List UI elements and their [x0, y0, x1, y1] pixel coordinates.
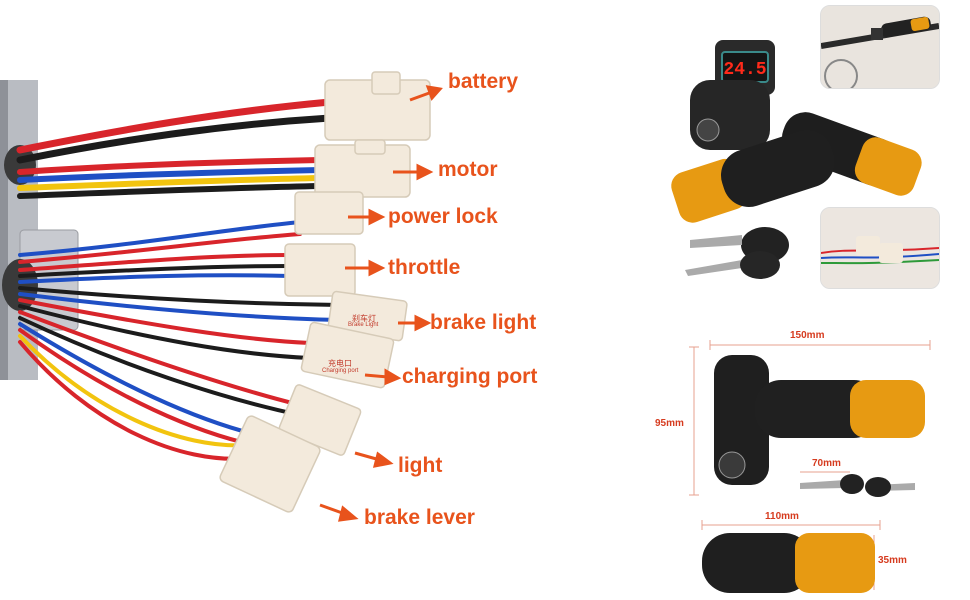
label-throttle: throttle: [388, 256, 461, 279]
dim-height: 95mm: [655, 418, 684, 429]
throttle-plug: [284, 243, 356, 297]
dim-length-total: 150mm: [790, 330, 825, 341]
charging-plug-mark-en: Charging port: [322, 368, 359, 374]
charging-plug-mark-cn: 充电口: [328, 359, 352, 368]
dim-grip-diameter: 35mm: [878, 555, 907, 566]
label-motor: motor: [438, 158, 498, 181]
wiring-photo: [0, 71, 443, 522]
connector-inset: [820, 207, 940, 289]
dimension-drawing: [689, 340, 931, 593]
label-brake-light: brake light: [430, 311, 537, 334]
brake-light-plug-mark-en: Brake Light: [348, 322, 379, 328]
label-charging-port: charging port: [402, 365, 538, 388]
connectors: [219, 71, 431, 513]
power-lock-plug: [294, 191, 364, 235]
bike-handlebar-inset: [820, 5, 940, 89]
label-battery: battery: [448, 70, 519, 93]
label-power-lock: power lock: [388, 205, 498, 228]
throttle-display-readout: 24.5: [723, 60, 766, 80]
throttle-grip-photo: 24.5: [671, 40, 922, 279]
brake-light-plug-mark-cn: 刹车灯: [352, 314, 376, 323]
charging-port-plug: [300, 321, 395, 389]
label-brake-lever: brake lever: [364, 506, 475, 529]
dim-key-length: 70mm: [812, 458, 841, 469]
upper-wire-bundle: [16, 98, 334, 199]
label-light: light: [398, 454, 443, 477]
brake-lever-plug: [219, 415, 321, 513]
pointer-arrows: [319, 85, 443, 522]
dim-grip-length: 110mm: [765, 511, 799, 522]
lower-wire-bundle: [18, 220, 342, 461]
